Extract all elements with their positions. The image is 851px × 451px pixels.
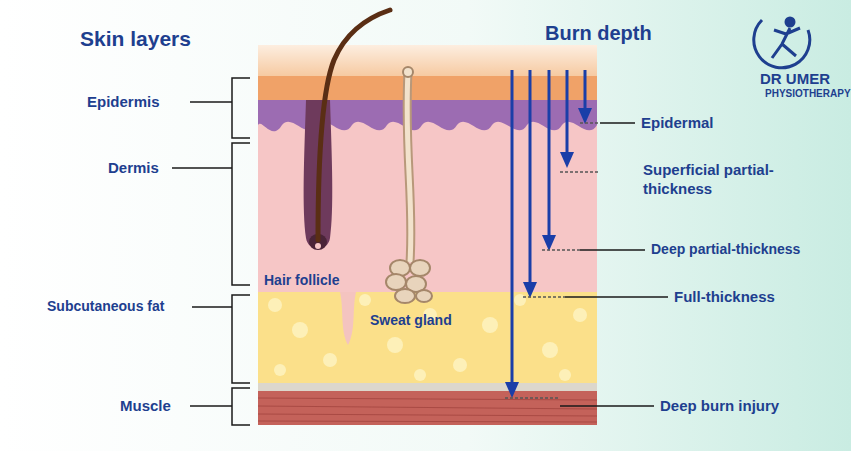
depth-arrows: [505, 70, 592, 398]
sweat-coil: [386, 260, 432, 303]
layer-label: Subcutaneous fat: [47, 298, 164, 316]
layer-label: Epidermis: [87, 93, 160, 112]
depth-label: Full-thickness: [674, 288, 775, 307]
logo-subtext: PHYSIOTHERAPY: [765, 88, 851, 101]
dermal-extension: [340, 292, 356, 345]
depth-label: Deep burn injury: [660, 397, 779, 416]
layer-label: Muscle: [120, 397, 171, 416]
depth-marks: [505, 123, 600, 398]
hair-papilla: [315, 243, 321, 249]
skin-surface: [258, 45, 597, 77]
logo-mark: [754, 18, 810, 68]
hair-shaft: [318, 10, 390, 240]
structure-label: Hair follicle: [264, 272, 339, 290]
logo-text: DR UMER: [760, 70, 830, 89]
section-heading: Burn depth: [545, 21, 652, 46]
structure-label: Sweat gland: [370, 312, 452, 330]
depth-label: Deep partial-thickness: [651, 241, 800, 259]
muscle-fibres: [258, 398, 597, 422]
section-heading: Skin layers: [80, 26, 191, 52]
fascia-layer: [258, 383, 597, 392]
fat-cells: [268, 294, 587, 381]
sweat-pore: [403, 67, 413, 77]
epidermis-layer: [258, 76, 597, 100]
muscle-layer: [258, 391, 597, 425]
layer-brackets: [172, 78, 250, 425]
depth-label: Superficial partial-thickness: [643, 161, 813, 199]
depth-label: Epidermal: [641, 114, 714, 133]
layer-label: Dermis: [108, 159, 159, 178]
sweat-duct-outline: [407, 72, 411, 262]
dermis-layer: [258, 96, 597, 296]
fat-layer: [258, 292, 597, 385]
sweat-duct: [407, 72, 411, 262]
